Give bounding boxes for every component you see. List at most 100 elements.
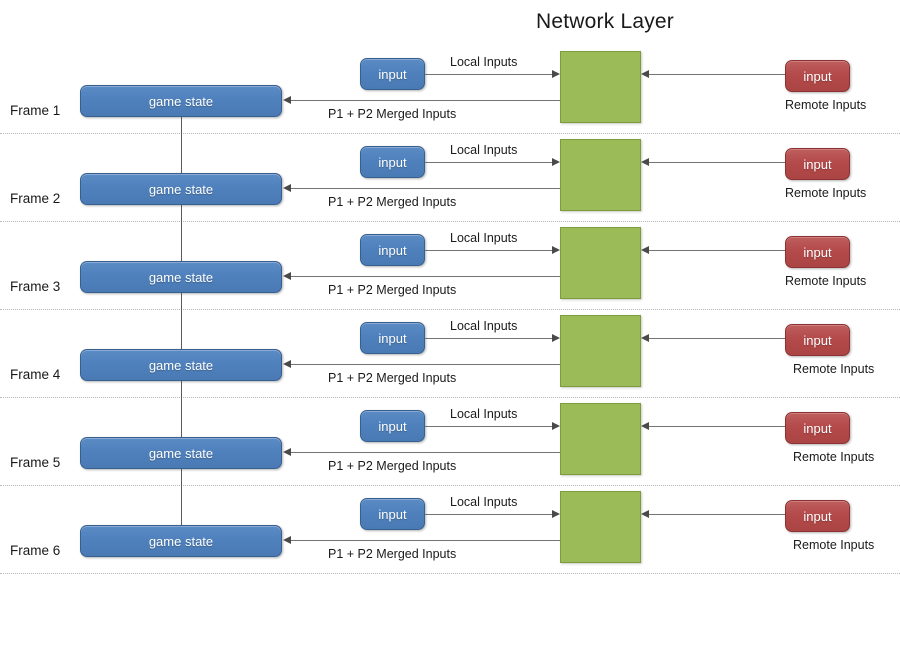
game-state-label: game state — [148, 445, 214, 461]
remote-inputs-arrowhead-icon — [641, 70, 649, 78]
game-state-chain-connector — [181, 293, 182, 365]
network-layer-box[interactable] — [560, 403, 641, 475]
local-inputs-connector — [425, 74, 552, 75]
merged-inputs-connector — [291, 276, 560, 277]
local-inputs-connector — [425, 162, 552, 163]
remote-input-box[interactable]: input — [785, 60, 850, 92]
frame-label: Frame 6 — [10, 543, 61, 558]
local-inputs-edge-label: Local Inputs — [450, 407, 518, 421]
remote-inputs-edge-label: Remote Inputs — [793, 362, 875, 376]
remote-input-box[interactable]: input — [785, 148, 850, 180]
game-state-box[interactable]: game state — [80, 525, 282, 557]
network-layer-box[interactable] — [560, 315, 641, 387]
game-state-label: game state — [148, 93, 214, 109]
remote-inputs-arrowhead-icon — [641, 246, 649, 254]
game-state-chain-connector — [181, 469, 182, 541]
game-state-box[interactable]: game state — [80, 173, 282, 205]
game-state-box[interactable]: game state — [80, 437, 282, 469]
local-inputs-connector — [425, 250, 552, 251]
merged-inputs-edge-label: P1 + P2 Merged Inputs — [328, 371, 457, 385]
remote-input-label: input — [803, 156, 832, 172]
remote-inputs-connector — [649, 338, 785, 339]
merged-inputs-edge-label: P1 + P2 Merged Inputs — [328, 547, 457, 561]
local-input-box[interactable]: input — [360, 234, 425, 266]
remote-inputs-connector — [649, 162, 785, 163]
remote-inputs-edge-label: Remote Inputs — [785, 274, 867, 288]
game-state-box[interactable]: game state — [80, 85, 282, 117]
page-title: Network Layer — [536, 10, 674, 33]
remote-inputs-edge-label: Remote Inputs — [793, 538, 875, 552]
network-layer-box[interactable] — [560, 51, 641, 123]
game-state-label: game state — [148, 181, 214, 197]
remote-inputs-arrowhead-icon — [641, 334, 649, 342]
remote-input-box[interactable]: input — [785, 236, 850, 268]
game-state-box[interactable]: game state — [80, 261, 282, 293]
frame-label: Frame 1 — [10, 103, 61, 118]
local-input-box[interactable]: input — [360, 58, 425, 90]
network-layer-box[interactable] — [560, 139, 641, 211]
merged-inputs-connector — [291, 540, 560, 541]
local-inputs-edge-label: Local Inputs — [450, 231, 518, 245]
local-inputs-edge-label: Local Inputs — [450, 495, 518, 509]
game-state-label: game state — [148, 269, 214, 285]
game-state-label: game state — [148, 533, 214, 549]
remote-inputs-connector — [649, 74, 785, 75]
remote-input-label: input — [803, 68, 832, 84]
game-state-label: game state — [148, 357, 214, 373]
remote-inputs-edge-label: Remote Inputs — [793, 450, 875, 464]
remote-inputs-connector — [649, 426, 785, 427]
local-inputs-edge-label: Local Inputs — [450, 319, 518, 333]
merged-inputs-connector — [291, 452, 560, 453]
remote-input-box[interactable]: input — [785, 324, 850, 356]
local-input-label: input — [378, 154, 407, 170]
remote-input-label: input — [803, 420, 832, 436]
remote-input-label: input — [803, 244, 832, 260]
local-input-label: input — [378, 66, 407, 82]
local-inputs-arrowhead-icon — [552, 70, 560, 78]
merged-inputs-connector — [291, 188, 560, 189]
remote-input-label: input — [803, 332, 832, 348]
frame-label: Frame 5 — [10, 455, 61, 470]
merged-inputs-arrowhead-icon — [283, 272, 291, 280]
merged-inputs-arrowhead-icon — [283, 360, 291, 368]
frame-divider — [0, 573, 900, 574]
network-layer-box[interactable] — [560, 491, 641, 563]
game-state-box[interactable]: game state — [80, 349, 282, 381]
remote-input-box[interactable]: input — [785, 500, 850, 532]
local-input-box[interactable]: input — [360, 410, 425, 442]
local-input-box[interactable]: input — [360, 498, 425, 530]
merged-inputs-edge-label: P1 + P2 Merged Inputs — [328, 283, 457, 297]
remote-input-label: input — [803, 508, 832, 524]
local-inputs-edge-label: Local Inputs — [450, 55, 518, 69]
game-state-chain-connector — [181, 117, 182, 189]
remote-inputs-arrowhead-icon — [641, 510, 649, 518]
local-inputs-arrowhead-icon — [552, 510, 560, 518]
local-inputs-arrowhead-icon — [552, 422, 560, 430]
frame-divider — [0, 309, 900, 310]
remote-input-box[interactable]: input — [785, 412, 850, 444]
frame-label: Frame 2 — [10, 191, 61, 206]
local-input-box[interactable]: input — [360, 322, 425, 354]
local-inputs-edge-label: Local Inputs — [450, 143, 518, 157]
local-input-box[interactable]: input — [360, 146, 425, 178]
frame-divider — [0, 133, 900, 134]
remote-inputs-arrowhead-icon — [641, 422, 649, 430]
merged-inputs-arrowhead-icon — [283, 184, 291, 192]
local-input-label: input — [378, 242, 407, 258]
network-layer-box[interactable] — [560, 227, 641, 299]
local-inputs-arrowhead-icon — [552, 246, 560, 254]
local-inputs-connector — [425, 514, 552, 515]
game-state-chain-connector — [181, 205, 182, 277]
game-state-chain-connector — [181, 381, 182, 453]
local-inputs-arrowhead-icon — [552, 158, 560, 166]
merged-inputs-connector — [291, 100, 560, 101]
merged-inputs-connector — [291, 364, 560, 365]
frame-divider — [0, 221, 900, 222]
remote-inputs-arrowhead-icon — [641, 158, 649, 166]
frame-label: Frame 4 — [10, 367, 61, 382]
